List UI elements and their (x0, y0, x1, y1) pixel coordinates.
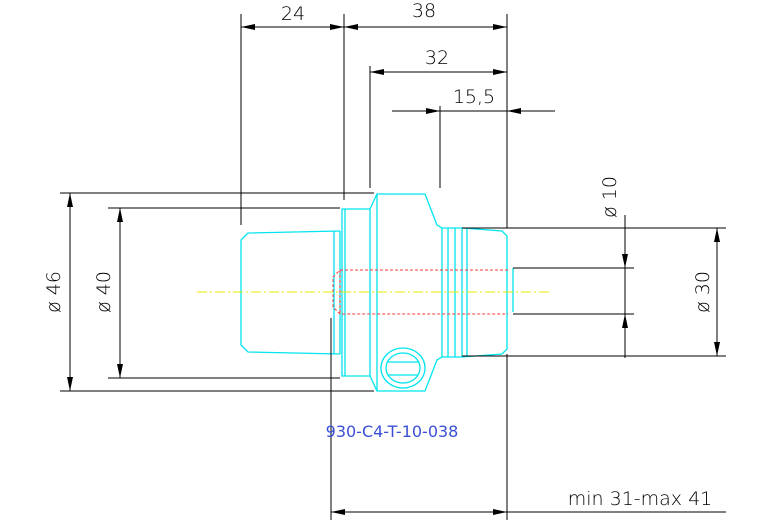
dim-label-dia-46: ø 46 (43, 271, 65, 313)
screw-hole (380, 347, 426, 389)
dim-label-range: min 31-max 41 (568, 488, 713, 510)
dim-label-32: 32 (425, 47, 449, 69)
dim-label-dia-30: ø 30 (692, 271, 714, 313)
part-number-label: 930-C4-T-10-038 (326, 422, 459, 441)
dimension-lines (60, 14, 726, 520)
dim-label-dia-10: ø 10 (599, 176, 621, 218)
dimension-labels: 24 38 32 15,5 min 31-max 41 ø 46 ø 40 ø … (43, 0, 714, 510)
dim-label-15-5: 15,5 (453, 86, 495, 108)
main-body (369, 193, 443, 392)
dim-label-24: 24 (281, 3, 305, 25)
dim-label-38: 38 (412, 0, 436, 22)
dim-label-dia-40: ø 40 (93, 271, 115, 313)
